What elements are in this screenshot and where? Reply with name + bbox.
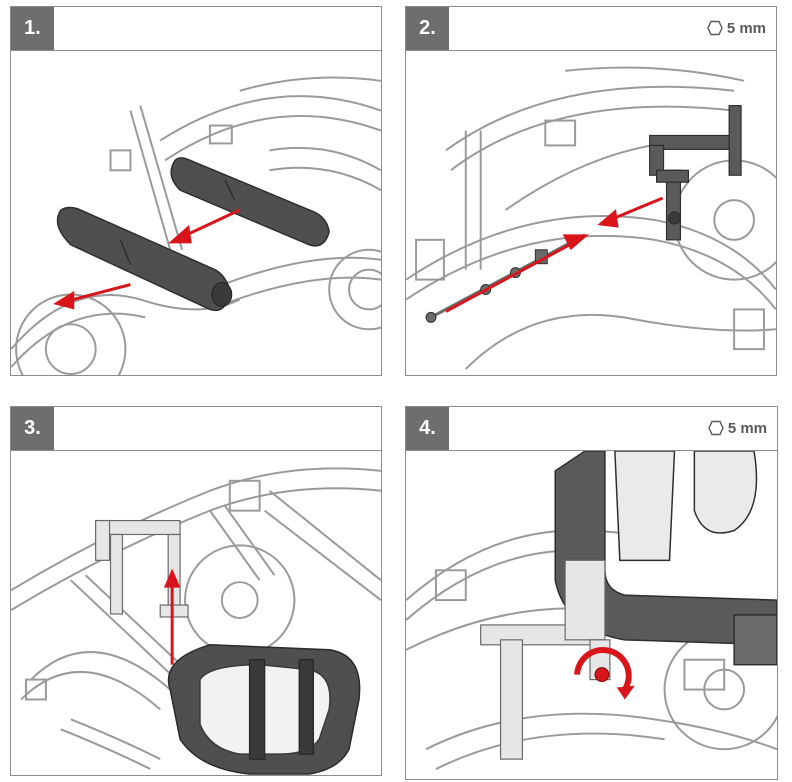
hex-key-icon: [708, 420, 724, 436]
lift-arrow: [163, 568, 181, 665]
step-header: 4. 5 mm: [406, 407, 777, 451]
tightening-screw: [594, 667, 610, 683]
assembly-arrows: [445, 196, 664, 313]
pelvic-support-pad: [554, 451, 777, 666]
step-number: 1.: [11, 7, 54, 50]
step-panel-3: 3.: [10, 406, 382, 776]
step-number: 3.: [11, 407, 54, 450]
left-grip: [56, 206, 233, 312]
right-grip: [170, 157, 330, 247]
hex-key-icon: [707, 20, 723, 36]
step-header: 3.: [11, 407, 381, 451]
pelvic-belt: [167, 644, 361, 775]
tool-size-label: 5 mm: [707, 17, 766, 39]
tool-size-label: 5 mm: [708, 417, 767, 439]
bracket-tightening-illustration: [406, 451, 777, 770]
step-2-illustration: [406, 51, 776, 375]
tool-size-text: 5 mm: [727, 419, 767, 437]
pelvic-support-mounting-illustration: [11, 467, 381, 775]
bracket-mounting-illustration: [406, 66, 776, 370]
step-4-illustration: [406, 451, 777, 779]
step-number: 2.: [406, 7, 449, 50]
step-3-illustration: [11, 451, 381, 775]
removal-arrows: [53, 208, 241, 310]
step-1-illustration: [11, 51, 381, 375]
handle-grips-removal-illustration: [11, 76, 381, 375]
step-panel-4: 4. 5 mm: [405, 406, 778, 780]
rotation-arrow: [574, 647, 635, 700]
step-panel-1: 1.: [10, 6, 382, 376]
step-number: 4.: [406, 407, 449, 450]
step-header: 1.: [11, 7, 381, 51]
backrest-bracket: [649, 105, 742, 241]
step-header: 2. 5 mm: [406, 7, 776, 51]
backrest-bracket: [95, 519, 189, 618]
backrest-bracket: [480, 559, 611, 760]
step-panel-2: 2. 5 mm: [405, 6, 777, 376]
tool-size-text: 5 mm: [726, 19, 766, 37]
